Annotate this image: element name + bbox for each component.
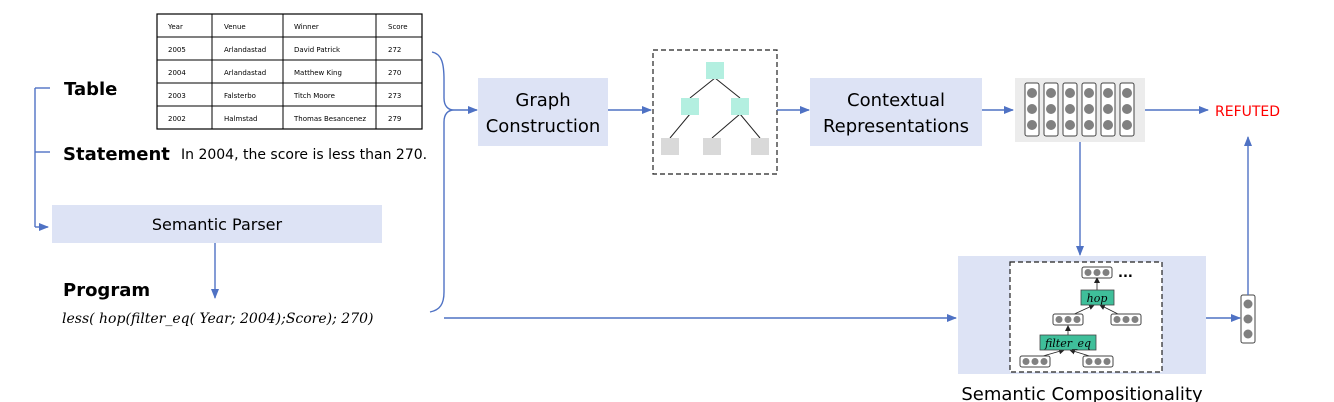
statement-text: In 2004, the score is less than 270.: [181, 147, 427, 163]
graph-construction-box: [478, 78, 608, 146]
embedding-cell: [1084, 88, 1094, 98]
output-vector: [1240, 294, 1256, 344]
table-header-score: Score: [388, 23, 408, 31]
table-header-winner: Winner: [294, 23, 319, 31]
embedding-cell: [1122, 120, 1132, 130]
table-cell: Thomas Besancenez: [293, 115, 366, 123]
embedding-cell: [1103, 88, 1113, 98]
contextual-box: [810, 78, 982, 146]
table-cell: 270: [388, 69, 401, 77]
vector-dot: [1031, 358, 1039, 365]
embedding-cell: [1065, 88, 1075, 98]
graph-tree: [652, 49, 778, 175]
table-cell: Falsterbo: [224, 92, 256, 100]
compositionality-panel: hop filter_eq ...: [958, 256, 1206, 374]
table-cell: Arlandastad: [224, 69, 266, 77]
contextual-label-2: Representations: [823, 116, 969, 137]
program-text: less( hop(filter_eq( Year; 2004);Score);…: [62, 311, 373, 327]
vector-dot: [1055, 316, 1063, 323]
refuted-label: REFUTED: [1215, 104, 1280, 120]
tree-node: [706, 62, 724, 79]
table-cell: David Patrick: [294, 46, 341, 54]
vector-dot: [1131, 316, 1139, 323]
embedding-cell: [1027, 104, 1037, 114]
vector-dot: [1113, 316, 1121, 323]
embedding-cell: [1103, 120, 1113, 130]
filter-eq-node: [1039, 334, 1097, 351]
embedding-cell: [1084, 104, 1094, 114]
table-cell: 2004: [168, 69, 186, 77]
table-cell: Halmstad: [224, 115, 257, 123]
embedding-cell: [1122, 88, 1132, 98]
table-cell: 2002: [168, 115, 186, 123]
tree-node: [731, 98, 749, 115]
table-cell: 2005: [168, 46, 186, 54]
embedding-cell: [1046, 88, 1056, 98]
table-cell: Titch Moore: [293, 92, 335, 100]
table-cell: 272: [388, 46, 401, 54]
embedding-cell: [1103, 104, 1113, 114]
semantic-parser-label: Semantic Parser: [152, 215, 283, 234]
embedding-cell: [1046, 120, 1056, 130]
tree-leaf: [703, 138, 721, 155]
embedding-panel: [1015, 78, 1145, 142]
table-cell: Arlandastad: [224, 46, 266, 54]
compositionality-label: Semantic Compositionality: [961, 384, 1203, 402]
embedding-cell: [1065, 120, 1075, 130]
graph-construction-label-2: Construction: [486, 116, 601, 137]
tree-leaf: [751, 138, 769, 155]
vector-dot: [1093, 269, 1101, 276]
embedding-cell: [1122, 104, 1132, 114]
embedding-cell: [1046, 104, 1056, 114]
program-label: Program: [63, 280, 150, 301]
vector-dot: [1094, 358, 1102, 365]
tree-leaf: [661, 138, 679, 155]
embedding-cell: [1065, 104, 1075, 114]
vector-dot: [1064, 316, 1072, 323]
vector-dot: [1073, 316, 1081, 323]
vector-dot: [1040, 358, 1048, 365]
table-cell: 279: [388, 115, 401, 123]
vector-dot: [1103, 358, 1111, 365]
hop-label: hop: [1087, 292, 1108, 305]
embedding-cell: [1027, 88, 1037, 98]
embedding-cell: [1084, 120, 1094, 130]
left-bracket: [34, 87, 50, 231]
filter-eq-label: filter_eq: [1044, 337, 1091, 350]
data-table: Year Venue Winner Score 2005 Arlandastad…: [156, 13, 423, 130]
table-header-venue: Venue: [224, 23, 246, 31]
statement-label: Statement: [63, 144, 170, 165]
right-brace: [429, 51, 455, 313]
vector-dot: [1085, 358, 1093, 365]
hop-node: [1080, 289, 1115, 306]
embedding-cell: [1027, 120, 1037, 130]
vector-dot: [1122, 316, 1130, 323]
graph-construction-label-1: Graph: [515, 90, 570, 111]
ellipsis-label: ...: [1118, 266, 1133, 281]
contextual-label-1: Contextual: [847, 90, 945, 111]
vector-dot: [1084, 269, 1092, 276]
tree-node: [681, 98, 699, 115]
table-cell: 273: [388, 92, 401, 100]
table-cell: Matthew King: [294, 69, 342, 77]
table-cell: 2003: [168, 92, 186, 100]
vector-dot: [1102, 269, 1110, 276]
semantic-parser-box: [52, 205, 382, 243]
vector-dot: [1022, 358, 1030, 365]
table-header-year: Year: [167, 23, 183, 31]
table-label: Table: [64, 79, 117, 100]
